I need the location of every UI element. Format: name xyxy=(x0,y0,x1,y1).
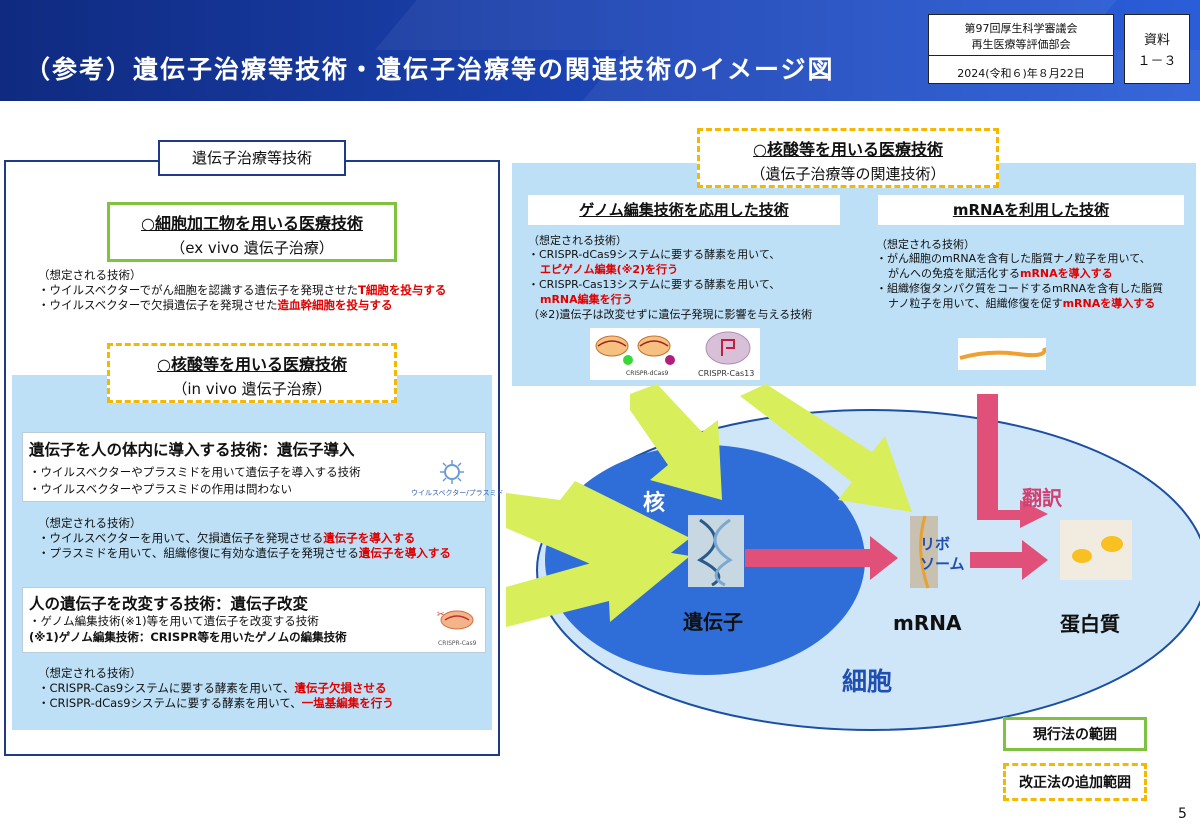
gene-intro-box: 遺伝子を人の体内に導入する技術：遺伝子導入 ・ウイルスベクターやプラスミドを用い… xyxy=(22,432,503,502)
gene-intro-case-2: ・プラスミドを用いて、組織修復に有効な遺伝子を発現させる遺伝子を導入する xyxy=(38,546,451,560)
legend-amended-law: 改正法の追加範囲 xyxy=(1003,763,1147,801)
svg-text:✂: ✂ xyxy=(437,610,445,620)
crispr-dcas9-caption: CRISPR-dCas9 xyxy=(626,370,669,377)
legend-current-law-label: 現行法の範囲 xyxy=(1033,727,1117,743)
crispr-cas13-caption: CRISPR-Cas13 xyxy=(698,369,755,378)
gene-mod-note: (※1)ゲノム編集技術：CRISPR等を用いたゲノムの編集技術 xyxy=(29,630,347,644)
ex-vivo-box: ○細胞加工物を用いる医療技術 （ex vivo 遺伝子治療） xyxy=(107,202,397,262)
gene-mod-assumed-label: （想定される技術） xyxy=(38,666,142,680)
protein-blob-1 xyxy=(1072,549,1092,563)
meeting-date: 2024(令和６)年８月22日 xyxy=(957,67,1085,80)
in-vivo-title: ○核酸等を用いる医療技術 xyxy=(157,355,347,374)
related-tech-header-box: ○核酸等を用いる医療技術 （遺伝子治療等の関連技術） xyxy=(697,128,999,188)
gene-mod-case-1: ・CRISPR-Cas9システムに要する酵素を用いて、遺伝子欠損させる xyxy=(38,681,387,695)
gene-intro-title: 遺伝子を人の体内に導入する技術：遺伝子導入 xyxy=(29,441,355,459)
mrna-line-2: がんへの免疫を賦活化するmRNAを導入する xyxy=(888,267,1113,280)
mrna-assumed-label: （想定される技術） xyxy=(876,238,975,251)
gene-mod-bullet-1: ・ゲノム編集技術(※1)等を用いて遺伝子を改変する技術 xyxy=(29,614,319,628)
protein-label: 蛋白質 xyxy=(1060,612,1120,636)
virus-svg xyxy=(440,460,464,484)
meeting-info-box: 第97回厚生科学審議会 再生医療等評価部会 2024(令和６)年８月22日 xyxy=(928,14,1114,84)
arrow-mrna-to-protein xyxy=(970,540,1048,580)
genome-line-1: ・CRISPR-dCas9システムに要する酵素を用いて、 xyxy=(528,248,781,261)
crispr-cas9-svg: ✂ xyxy=(437,610,474,630)
gene-intro-bullet-1: ・ウイルスベクターやプラスミドを用いて遺伝子を導入する技術 xyxy=(29,465,361,479)
mrna-line-1: ・がん細胞のmRNAを含有した脂質ナノ粒子を用いて、 xyxy=(876,252,1151,265)
mrna-tech-title: mRNAを利用した技術 xyxy=(952,201,1110,219)
nucleus-label: 核 xyxy=(643,491,666,516)
crispr-image: CRISPR-dCas9 CRISPR-Cas13 xyxy=(590,328,760,380)
mrna-label: mRNA xyxy=(893,611,962,635)
genome-assumed-label: （想定される技術） xyxy=(528,234,627,247)
gene-mod-box: 人の遺伝子を改変する技術：遺伝子改変 ・ゲノム編集技術(※1)等を用いて遺伝子を… xyxy=(22,587,486,653)
document-number-box: 資料 １－３ xyxy=(1124,14,1190,84)
virus-vector-caption: ウイルスベクター/プラスミド xyxy=(411,489,504,497)
related-tech-subtitle: （遺伝子治療等の関連技術） xyxy=(750,165,946,183)
gene-label: 遺伝子 xyxy=(683,610,743,634)
page-number: 5 xyxy=(1178,806,1187,822)
lipid-nanoparticle-image xyxy=(958,338,1046,370)
mrna-line-3: ・組織修復タンパク質をコードするmRNAを含有した脂質 xyxy=(876,282,1164,295)
arrow-genome-to-mrna xyxy=(740,384,912,512)
page-title: （参考）遺伝子治療等技術・遺伝子治療等の関連技術のイメージ図 xyxy=(25,55,835,84)
crispr-cas9-icon: ✂ xyxy=(435,608,475,632)
mrna-line-4: ナノ粒子を用いて、組織修復を促すmRNAを導入する xyxy=(888,297,1156,310)
meeting-name: 第97回厚生科学審議会 xyxy=(964,22,1078,35)
genome-line-3: ・CRISPR-Cas13システムに要する酵素を用いて、 xyxy=(528,278,781,291)
ex-vivo-title: ○細胞加工物を用いる医療技術 xyxy=(141,214,363,233)
genome-line-4: mRNA編集を行う xyxy=(540,293,633,306)
legend-amended-law-label: 改正法の追加範囲 xyxy=(1019,775,1131,791)
gene-intro-bullet-2: ・ウイルスベクターやプラスミドの作用は問わない xyxy=(29,482,293,496)
genome-line-5: （※2)遺伝子は改変せずに遺伝子発現に影響を与える技術 xyxy=(528,308,813,321)
gene-mod-title: 人の遺伝子を改変する技術：遺伝子改変 xyxy=(29,595,309,613)
legend-current-law: 現行法の範囲 xyxy=(1003,717,1147,751)
crispr-cas9-caption: CRISPR-Cas9 xyxy=(438,640,477,647)
translation-label: 翻訳 xyxy=(1022,486,1062,510)
ribosome-label: リボ ソーム xyxy=(920,535,965,573)
meeting-subcommittee: 再生医療等評価部会 xyxy=(971,38,1071,51)
genome-tech-title-box: ゲノム編集技術を応用した技術 xyxy=(528,195,840,225)
genome-tech-title: ゲノム編集技術を応用した技術 xyxy=(579,201,789,219)
ex-vivo-bullet-2: ・ウイルスベクターで欠損遺伝子を発現させた造血幹細胞を投与する xyxy=(38,298,393,312)
in-vivo-box: ○核酸等を用いる医療技術 （in vivo 遺伝子治療） xyxy=(107,343,397,403)
arrow-translation-down xyxy=(977,394,1048,528)
mrna-tech-title-box: mRNAを利用した技術 xyxy=(878,195,1184,225)
in-vivo-subtitle: （in vivo 遺伝子治療） xyxy=(172,380,332,398)
dna-helix-icon-2 xyxy=(713,518,733,587)
virus-vector-icon xyxy=(438,459,466,485)
arrow-nucleus-to-mrna xyxy=(745,536,898,580)
gene-therapy-section-title: 遺伝子治療等技術 xyxy=(158,140,346,176)
ex-vivo-bullet-1: ・ウイルスベクターでがん細胞を認識する遺伝子を発現させたT細胞を投与する xyxy=(38,283,447,297)
arrow-left-lower xyxy=(506,540,690,627)
crispr-image-svg xyxy=(595,331,751,365)
ex-vivo-assumed-label: （想定される技術） xyxy=(38,268,142,282)
doc-label: 資料 xyxy=(1143,33,1170,48)
ex-vivo-subtitle: （ex vivo 遺伝子治療） xyxy=(170,239,334,257)
gene-mod-case-2: ・CRISPR-dCas9システムに要する酵素を用いて、一塩基編集を行う xyxy=(38,696,394,710)
cell-label: 細胞 xyxy=(842,667,893,696)
ribosome-strand xyxy=(919,515,930,589)
genome-line-2: エピゲノム編集(※2)を行う xyxy=(540,263,679,276)
gene-intro-assumed-label: （想定される技術） xyxy=(38,516,142,530)
related-tech-title: ○核酸等を用いる医療技術 xyxy=(753,140,943,159)
mrna-strand-svg xyxy=(959,347,1046,360)
protein-blob-2 xyxy=(1101,536,1123,552)
arrow-genome-to-nucleus xyxy=(630,384,722,500)
gene-intro-case-1: ・ウイルスベクターを用いて、欠損遺伝子を発現させる遺伝子を導入する xyxy=(38,531,416,545)
protein-image xyxy=(1060,520,1132,580)
doc-number: １－３ xyxy=(1137,54,1177,69)
